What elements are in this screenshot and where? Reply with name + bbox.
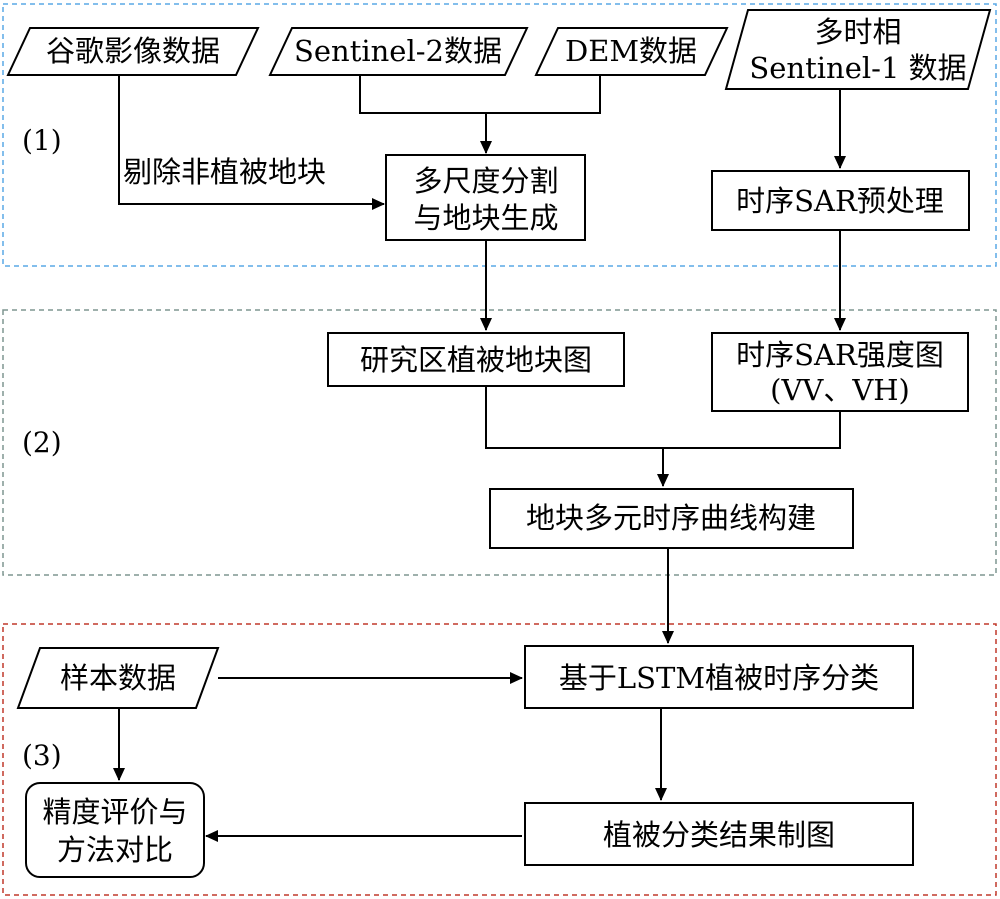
node-accuracy-eval-line2: 方法对比 [57, 833, 173, 867]
node-sar-preprocess-text: 时序SAR预处理 [736, 184, 944, 218]
node-sample-data: 样本数据 [16, 647, 220, 709]
section-1-frame [2, 3, 997, 267]
node-curve-build-text: 地块多元时序曲线构建 [526, 501, 816, 535]
node-parcel-map-text: 研究区植被地块图 [360, 343, 592, 377]
node-result-map: 植被分类结果制图 [524, 802, 914, 866]
node-google-data: 谷歌影像数据 [6, 27, 260, 76]
section-2-frame [2, 309, 997, 576]
node-google-data-text: 谷歌影像数据 [46, 34, 220, 68]
section-1-label: (1) [22, 124, 62, 157]
node-dem-data-text: DEM数据 [565, 34, 697, 68]
edge-sentinel2-dem-join [359, 75, 601, 114]
node-sar-preprocess: 时序SAR预处理 [711, 170, 970, 231]
edge-google-to-segmentation [118, 75, 385, 210]
node-dem-data: DEM数据 [534, 27, 729, 76]
node-sentinel1-data-line1: 多时相 [814, 15, 901, 49]
node-sentinel1-data-line2: Sentinel-1 数据 [749, 51, 966, 85]
node-lstm-classify: 基于LSTM植被时序分类 [524, 645, 914, 709]
section-3-label: (3) [22, 739, 62, 772]
node-sar-intensity: 时序SAR强度图 (VV、VH) [711, 332, 969, 412]
node-segmentation-line1: 多尺度分割 [413, 164, 558, 198]
node-sample-data-text: 样本数据 [60, 661, 176, 695]
node-parcel-map: 研究区植被地块图 [327, 332, 625, 387]
node-accuracy-eval: 精度评价与 方法对比 [25, 782, 205, 878]
node-sentinel2-data: Sentinel-2数据 [268, 27, 529, 76]
node-accuracy-eval-line1: 精度评价与 [42, 795, 187, 829]
node-result-map-text: 植被分类结果制图 [603, 818, 835, 852]
node-lstm-classify-text: 基于LSTM植被时序分类 [559, 661, 879, 695]
section-2-label: (2) [22, 426, 62, 459]
node-sar-intensity-line2: (VV、VH) [770, 373, 910, 407]
node-sentinel1-data: 多时相 Sentinel-1 数据 [724, 9, 992, 90]
node-segmentation-line2: 与地块生成 [413, 201, 558, 235]
edge-label-remove-nonveg: 剔除非植被地块 [123, 155, 326, 189]
node-sentinel2-data-text: Sentinel-2数据 [294, 34, 502, 68]
node-segmentation: 多尺度分割 与地块生成 [385, 154, 586, 241]
section-3-frame [2, 623, 997, 896]
node-curve-build: 地块多元时序曲线构建 [489, 488, 854, 549]
node-sar-intensity-line1: 时序SAR强度图 [736, 338, 944, 372]
